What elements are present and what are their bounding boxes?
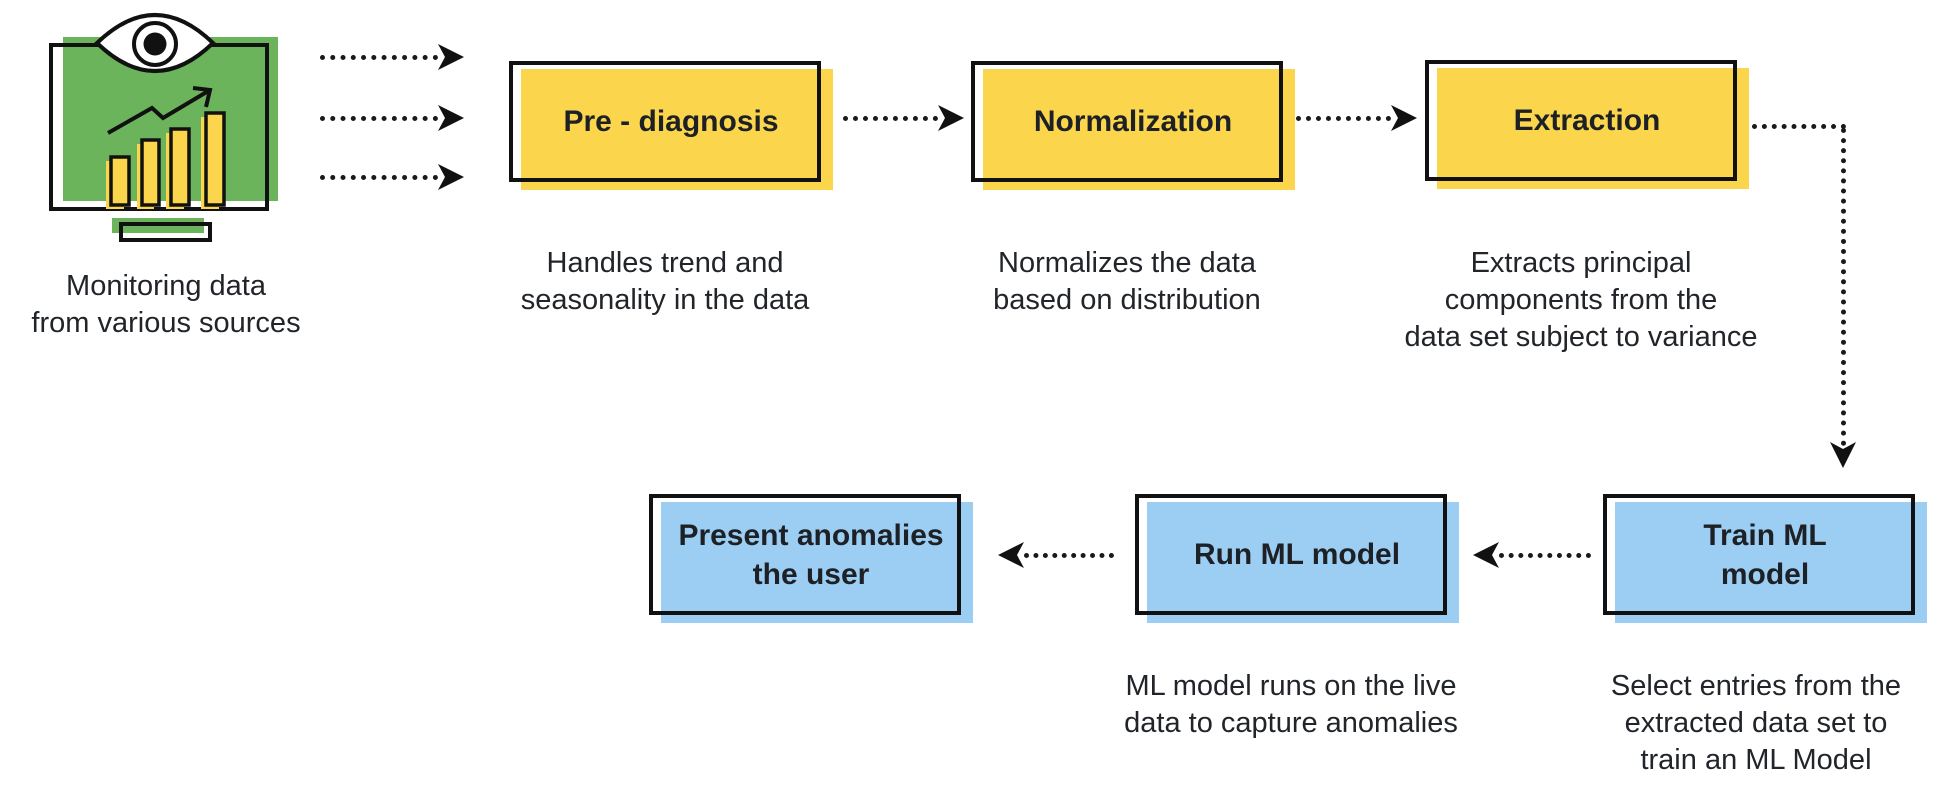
stage-outline	[649, 494, 961, 615]
arrowhead-left-icon	[998, 542, 1024, 568]
arrowhead-right-icon	[438, 44, 464, 70]
caption-run-ml-model: ML model runs on the live data to captur…	[1124, 670, 1458, 739]
connector-train-to-run	[1499, 553, 1591, 558]
stage-outline	[971, 61, 1283, 182]
caption-normalization: Normalizes the data based on distributio…	[993, 247, 1261, 316]
stage-box-run-ml-model: Run ML model	[1135, 494, 1459, 623]
stage-box-normalization: Normalization	[971, 61, 1295, 190]
stage-label: Present anomalies the user	[678, 518, 944, 591]
stage-fill	[1437, 68, 1749, 189]
stage-fill	[521, 69, 833, 190]
stage-fill	[1147, 502, 1459, 623]
connector-pre-to-normalization	[843, 116, 938, 121]
connector-normalization-to-extraction	[1296, 116, 1391, 121]
arrowhead-right-icon	[438, 164, 464, 190]
stage-box-present-anomalies: Present anomalies the user	[649, 494, 973, 623]
source-arrow-1-shaft	[320, 55, 438, 60]
stage-label: Run ML model	[1193, 538, 1401, 571]
stage-outline	[1603, 494, 1915, 615]
stage-fill	[983, 69, 1295, 190]
connector-extraction-elbow-horizontal	[1752, 124, 1846, 129]
source-arrow-2-shaft	[320, 116, 438, 121]
stage-box-pre-diagnosis: Pre - diagnosis	[509, 61, 833, 190]
arrowhead-right-icon	[938, 105, 964, 131]
arrowhead-right-icon	[438, 105, 464, 131]
trend-arrow-icon	[107, 86, 213, 135]
stage-label: Normalization	[1033, 105, 1233, 138]
stage-label: Extraction	[1513, 104, 1661, 137]
stage-fill	[1615, 502, 1927, 623]
stage-outline	[1135, 494, 1447, 615]
source-arrow-3-shaft	[320, 175, 438, 180]
stage-box-train-ml-model: Train ML model	[1603, 494, 1927, 623]
source-caption: Monitoring data from various sources	[31, 270, 301, 339]
stage-outline	[1425, 60, 1737, 181]
caption-extraction: Extracts principal components from the d…	[1404, 247, 1758, 353]
connector-run-to-present	[1024, 553, 1114, 558]
caption-pre-diagnosis: Handles trend and seasonality in the dat…	[520, 247, 810, 316]
arrowhead-down-icon	[1830, 442, 1856, 468]
stage-label: Train ML model	[1703, 518, 1827, 591]
stage-label: Pre - diagnosis	[563, 105, 779, 138]
stage-box-extraction: Extraction	[1425, 60, 1749, 189]
monitor-eye-analytics-icon	[49, 13, 278, 242]
stage-outline	[509, 61, 821, 182]
eye-icon	[94, 13, 216, 73]
connector-extraction-elbow-vertical	[1841, 128, 1846, 446]
bar-chart-icon	[106, 111, 226, 209]
stage-fill	[661, 502, 973, 623]
arrowhead-left-icon	[1473, 542, 1499, 568]
monitor-stand	[112, 218, 212, 242]
arrowhead-right-icon	[1391, 105, 1417, 131]
caption-train-ml-model: Select entries from the extracted data s…	[1610, 670, 1902, 776]
